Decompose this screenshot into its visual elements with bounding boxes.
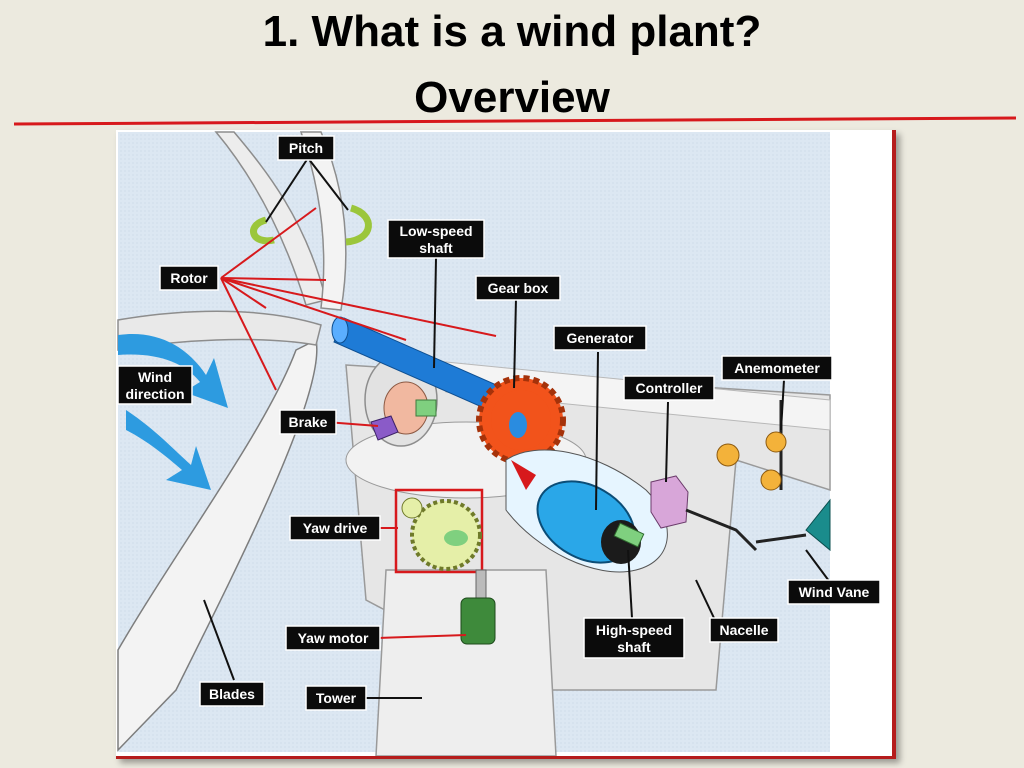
svg-text:Generator: Generator <box>567 330 634 346</box>
label-controller: Controller <box>623 375 715 401</box>
label-high-speed-shaft: High-speed shaft <box>583 617 685 659</box>
svg-text:Pitch: Pitch <box>289 140 323 156</box>
label-pitch: Pitch <box>277 135 335 161</box>
svg-text:Low-speed: Low-speed <box>399 223 472 239</box>
label-yaw-drive: Yaw drive <box>289 515 381 541</box>
svg-text:shaft: shaft <box>419 240 453 256</box>
svg-text:Anemometer: Anemometer <box>734 360 820 376</box>
slide-subtitle: Overview <box>414 73 610 122</box>
svg-text:Yaw motor: Yaw motor <box>298 630 369 646</box>
svg-text:direction: direction <box>125 386 184 402</box>
label-low-speed-shaft: Low-speed shaft <box>387 219 485 259</box>
svg-text:Controller: Controller <box>636 380 703 396</box>
label-anemometer: Anemometer <box>721 355 833 381</box>
label-wind-direction: Wind direction <box>117 365 193 405</box>
label-gear-box: Gear box <box>475 275 561 301</box>
tower <box>375 569 557 756</box>
blade-upper-right <box>299 131 347 311</box>
svg-text:Rotor: Rotor <box>170 270 208 286</box>
svg-text:Blades: Blades <box>209 686 255 702</box>
gear-box <box>476 375 566 465</box>
label-yaw-motor: Yaw motor <box>285 625 381 651</box>
svg-text:Brake: Brake <box>289 414 328 430</box>
wind-vane-arm <box>755 533 807 544</box>
brake <box>370 381 437 441</box>
label-tower: Tower <box>305 685 367 711</box>
label-nacelle: Nacelle <box>709 617 779 643</box>
wind-arrow-upper-icon <box>118 334 228 408</box>
controller-box <box>650 475 689 529</box>
pitch-arrow-right-icon <box>345 204 372 246</box>
wind-turbine-diagram: Pitch Rotor Low-speed shaft Gear box Gen… <box>117 131 881 756</box>
blade-upper <box>214 131 327 306</box>
svg-text:Yaw drive: Yaw drive <box>303 520 368 536</box>
svg-text:Wind: Wind <box>138 369 172 385</box>
yaw-drive <box>394 488 484 574</box>
label-blades: Blades <box>199 681 265 707</box>
svg-text:Nacelle: Nacelle <box>719 622 768 638</box>
generator <box>505 449 668 573</box>
svg-text:Tower: Tower <box>316 690 357 706</box>
wind-arrow-lower-icon <box>126 410 211 490</box>
slide-title: 1. What is a wind plant? <box>262 7 762 56</box>
yaw-motor <box>460 569 496 645</box>
label-wind-vane: Wind Vane <box>787 579 881 605</box>
controller-cable <box>685 508 758 552</box>
label-rotor: Rotor <box>159 265 219 291</box>
svg-text:Gear box: Gear box <box>488 280 549 296</box>
wind-vane-fin <box>805 498 831 552</box>
svg-text:shaft: shaft <box>617 639 651 655</box>
svg-text:Wind Vane: Wind Vane <box>799 584 870 600</box>
pitch-arrow-left-icon <box>250 216 275 245</box>
label-brake: Brake <box>279 409 337 435</box>
label-generator: Generator <box>553 325 647 351</box>
svg-text:High-speed: High-speed <box>596 622 672 638</box>
black-leader-lines <box>203 157 833 699</box>
